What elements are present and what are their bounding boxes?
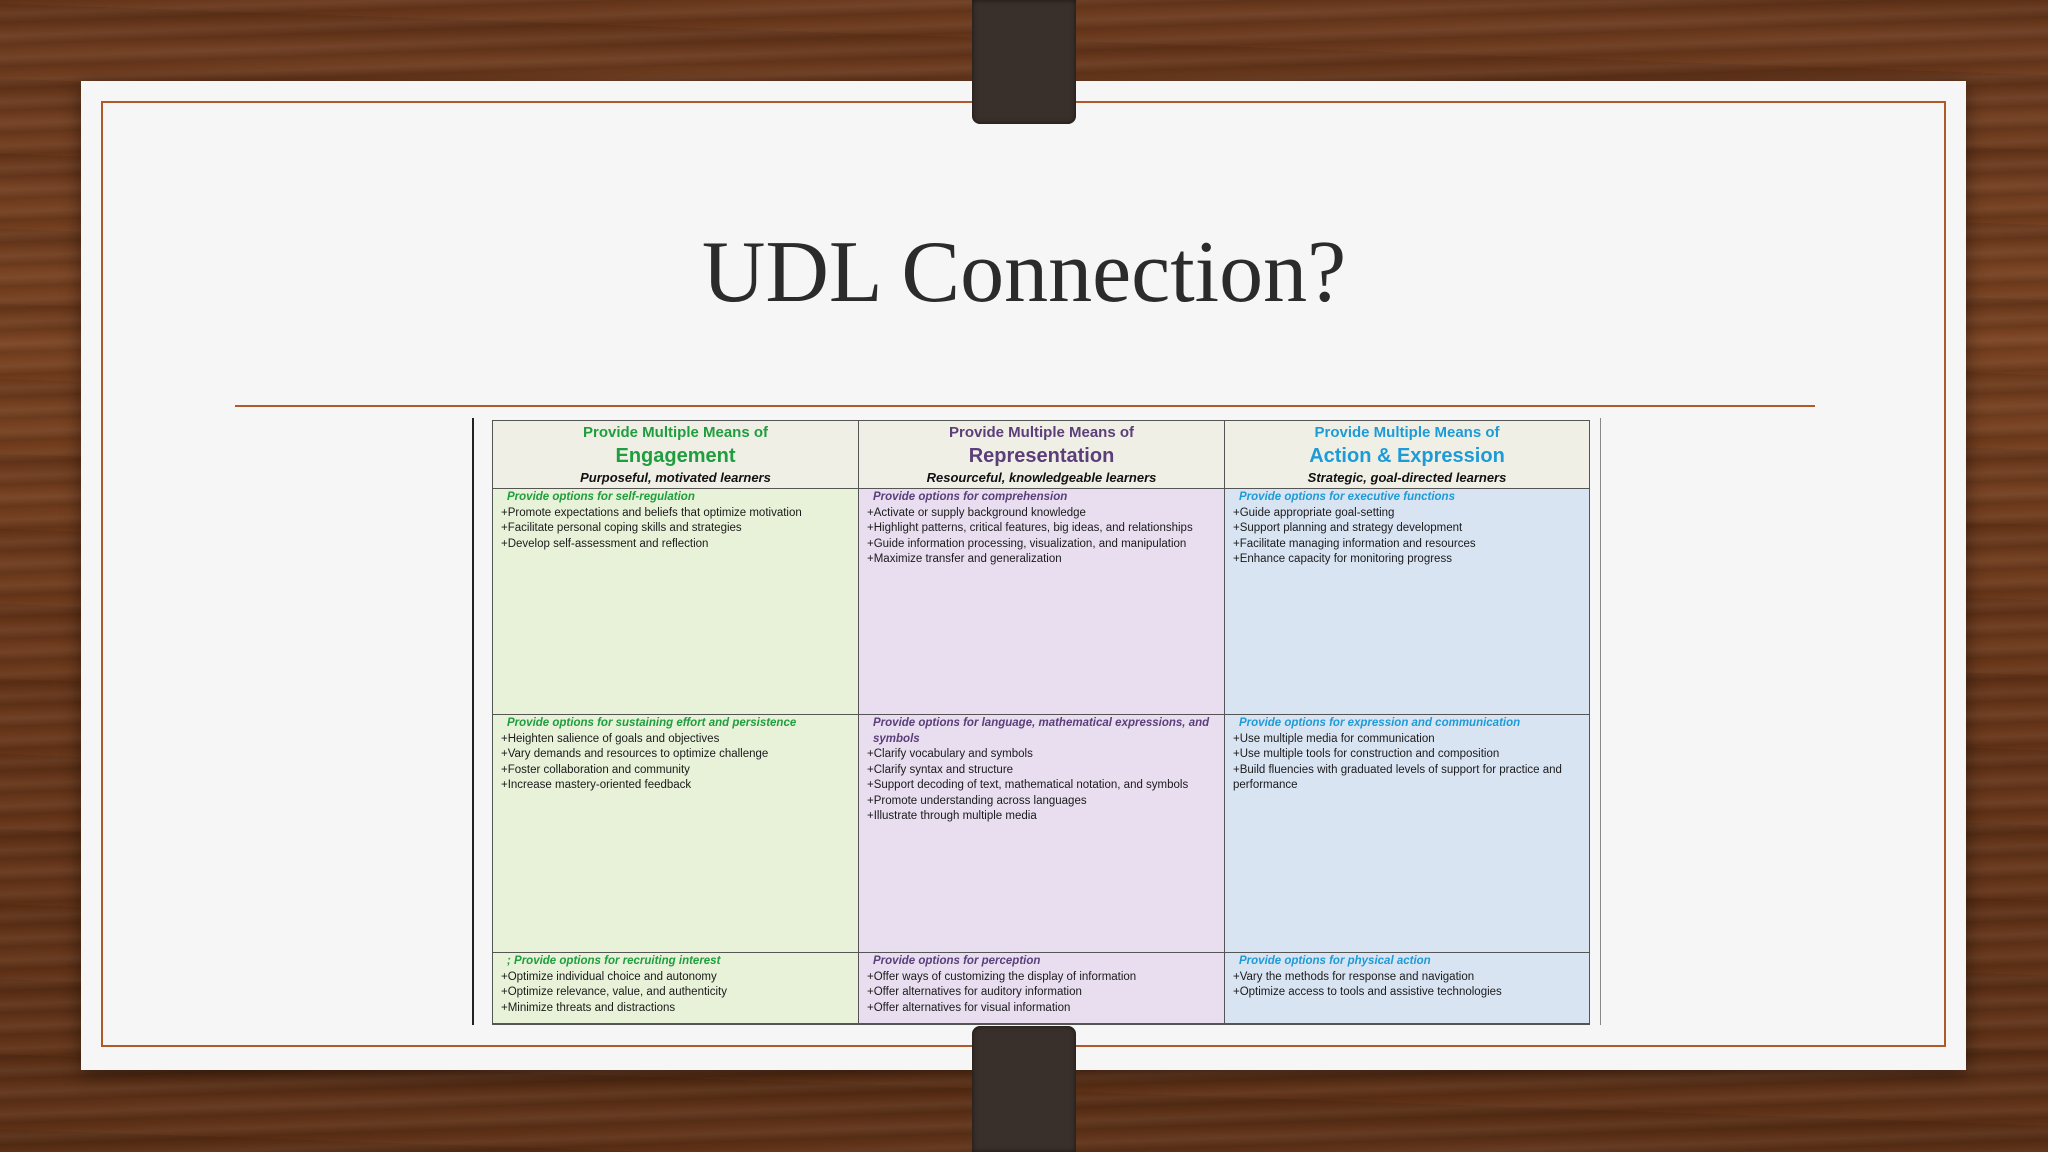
- guideline-cell: Provide options for perception +Offer way…: [859, 953, 1225, 1024]
- checkpoint-list: +Guide appropriate goal-setting +Support …: [1233, 506, 1581, 568]
- checkpoint-item: +Use multiple media for communication: [1233, 732, 1435, 745]
- checkpoint-list: +Clarify vocabulary and symbols +Clarify …: [867, 747, 1216, 825]
- checkpoint-item: +Facilitate personal coping skills and s…: [501, 522, 742, 534]
- checkpoint-item: +Optimize access to tools and assistive …: [1233, 986, 1502, 998]
- checkpoint-item: +Promote understanding across languages: [867, 794, 1087, 807]
- column-header-representation: Provide Multiple Means of Representation…: [859, 421, 1225, 489]
- document-edge-right: [1600, 418, 1601, 1025]
- guideline-cell: Provide options for self-regulation +Prom…: [493, 489, 859, 715]
- document-edge-left: [472, 418, 474, 1025]
- guideline-heading: Provide options for executive functions: [1239, 491, 1455, 503]
- column-header-pre: Provide Multiple Means of: [582, 424, 769, 441]
- checkpoint-item: +Guide appropriate goal-setting: [1233, 506, 1395, 519]
- checkpoint-list: +Vary the methods for response and navig…: [1233, 970, 1581, 1001]
- column-header-title: Action & Expression: [1309, 445, 1505, 467]
- checkpoint-item: +Activate or supply background knowledge: [867, 506, 1086, 519]
- checkpoint-item: +Promote expectations and beliefs that o…: [501, 506, 802, 519]
- checkpoint-item: +Offer alternatives for auditory informa…: [867, 986, 1082, 998]
- guideline-heading: Provide options for expression and commu…: [1239, 717, 1521, 729]
- checkpoint-item: +Build fluencies with graduated levels o…: [1233, 763, 1562, 792]
- guideline-heading: ; Provide options for recruiting interes…: [507, 955, 721, 967]
- column-header-engagement: Provide Multiple Means of Engagement Pur…: [493, 421, 859, 489]
- guideline-heading: Provide options for language, mathematic…: [873, 717, 1210, 745]
- checkpoint-list: +Optimize individual choice and autonomy…: [501, 970, 850, 1017]
- guideline-cell: Provide options for comprehension +Activa…: [859, 489, 1225, 715]
- guideline-heading: Provide options for self-regulation: [507, 491, 695, 503]
- checkpoint-item: +Vary demands and resources to optimize …: [501, 748, 769, 760]
- guideline-cell: Provide options for expression and commu…: [1225, 715, 1589, 953]
- checkpoint-item: +Develop self-assessment and reflection: [501, 537, 709, 550]
- checkpoint-list: +Use multiple media for communication +Us…: [1233, 732, 1581, 794]
- binder-clip-top: [972, 0, 1076, 124]
- checkpoint-item: +Facilitate managing information and res…: [1233, 537, 1476, 550]
- udl-guidelines-table: Provide Multiple Means of Engagement Pur…: [492, 420, 1590, 1025]
- checkpoint-item: +Offer alternatives for visual informati…: [867, 1001, 1071, 1014]
- column-header-subtitle: Strategic, goal-directed learners: [1307, 470, 1507, 485]
- checkpoint-item: +Optimize individual choice and autonomy: [501, 970, 717, 983]
- checkpoint-list: +Promote expectations and beliefs that o…: [501, 506, 850, 553]
- guideline-heading: Provide options for sustaining effort an…: [507, 717, 797, 729]
- checkpoint-item: +Use multiple tools for construction and…: [1233, 748, 1500, 760]
- checkpoint-item: +Clarify vocabulary and symbols: [867, 748, 1033, 760]
- guideline-cell: Provide options for language, mathematic…: [859, 715, 1225, 953]
- checkpoint-item: +Guide information processing, visualiza…: [867, 537, 1187, 550]
- checkpoint-item: +Vary the methods for response and navig…: [1233, 970, 1475, 983]
- checkpoint-item: +Optimize relevance, value, and authenti…: [501, 986, 727, 998]
- guideline-cell: Provide options for physical action +Vary…: [1225, 953, 1589, 1024]
- guideline-heading: Provide options for comprehension: [873, 491, 1068, 503]
- checkpoint-item: +Support decoding of text, mathematical …: [867, 779, 1189, 791]
- column-header-title: Representation: [968, 445, 1115, 467]
- guideline-heading: Provide options for perception: [873, 955, 1041, 967]
- checkpoint-item: +Heighten salience of goals and objectiv…: [501, 732, 720, 745]
- checkpoint-list: +Offer ways of customizing the display o…: [867, 970, 1216, 1017]
- checkpoint-item: +Minimize threats and distractions: [501, 1001, 676, 1014]
- column-header-pre: Provide Multiple Means of: [948, 424, 1135, 441]
- column-header-subtitle: Resourceful, knowledgeable learners: [926, 470, 1157, 485]
- guideline-cell: ; Provide options for recruiting interes…: [493, 953, 859, 1024]
- column-header-subtitle: Purposeful, motivated learners: [580, 470, 771, 485]
- column-header-pre: Provide Multiple Means of: [1314, 424, 1500, 441]
- checkpoint-item: +Illustrate through multiple media: [867, 810, 1037, 822]
- column-header-action-expression: Provide Multiple Means of Action & Expre…: [1225, 421, 1589, 489]
- slide-title: UDL Connection?: [701, 224, 1347, 321]
- checkpoint-item: +Support planning and strategy developme…: [1233, 522, 1463, 534]
- checkpoint-item: +Highlight patterns, critical features, …: [867, 522, 1193, 534]
- checkpoint-list: +Activate or supply background knowledge…: [867, 506, 1216, 568]
- checkpoint-item: +Increase mastery-oriented feedback: [501, 779, 692, 791]
- checkpoint-item: +Maximize transfer and generalization: [867, 553, 1062, 565]
- guideline-cell: Provide options for sustaining effort an…: [493, 715, 859, 953]
- binder-clip-bottom: [972, 1026, 1076, 1152]
- checkpoint-list: +Heighten salience of goals and objectiv…: [501, 732, 850, 794]
- guideline-heading: Provide options for physical action: [1239, 955, 1431, 967]
- column-header-title: Engagement: [615, 445, 736, 467]
- checkpoint-item: +Foster collaboration and community: [501, 763, 690, 776]
- checkpoint-item: +Clarify syntax and structure: [867, 763, 1014, 776]
- checkpoint-item: +Enhance capacity for monitoring progres…: [1233, 553, 1452, 565]
- guideline-cell: Provide options for executive functions +…: [1225, 489, 1589, 715]
- checkpoint-item: +Offer ways of customizing the display o…: [867, 970, 1137, 983]
- title-divider: [235, 405, 1815, 407]
